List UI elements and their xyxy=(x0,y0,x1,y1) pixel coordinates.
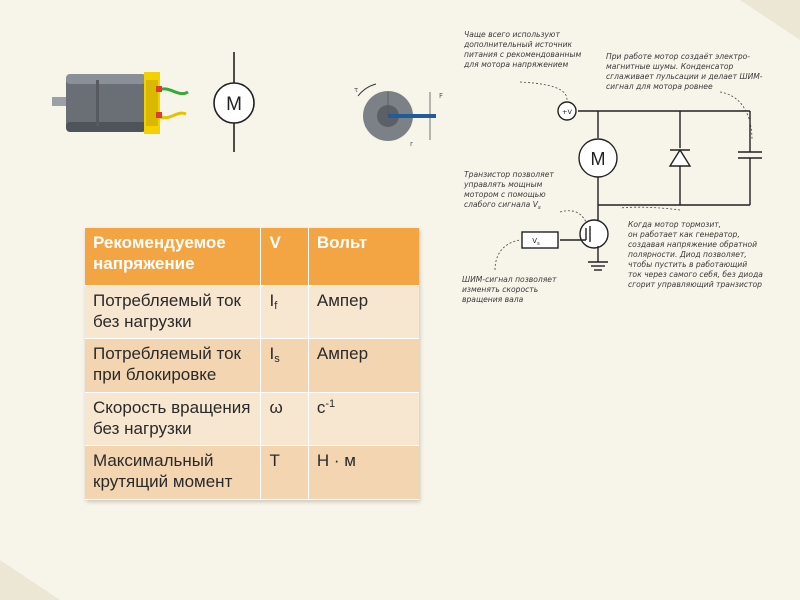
row-param: Скорость вращения без нагрузки xyxy=(85,392,262,447)
row-unit: с-1 xyxy=(308,392,419,447)
row-param: Максимальный крутящий момент xyxy=(85,446,262,500)
transistor-note: Транзистор позволяет управлять мощным мо… xyxy=(464,170,554,211)
row-unit: Ампер xyxy=(308,286,419,340)
table-row: Потребляемый ток при блокировке Is Ампер xyxy=(85,339,419,393)
motor-circuit-diagram xyxy=(521,101,762,271)
torque-diagram-icon: τ F r xyxy=(354,83,443,148)
row-unit: Н · м xyxy=(308,446,419,500)
table-row: Максимальный крутящий момент T Н · м xyxy=(85,446,419,500)
row-symbol: If xyxy=(261,286,309,340)
capacitor-note: При работе мотор создаёт электро- магнит… xyxy=(606,52,763,91)
row-param: Потребляемый ток при блокировке xyxy=(85,339,262,393)
table-row: Скорость вращения без нагрузки ω с-1 xyxy=(85,392,419,447)
row-unit: Ампер xyxy=(308,339,419,393)
table-row: Потребляемый ток без нагрузки If Ампер xyxy=(85,286,419,340)
pwm-note: ШИМ-сигнал позволяет изменять скорость в… xyxy=(462,275,557,304)
motor-photo-icon xyxy=(52,72,189,134)
motor-parameters-table: Рекомендуемое напряжение V Вольт Потребл… xyxy=(85,228,419,500)
row-symbol: ω xyxy=(261,392,309,447)
motor-symbol-letter: M xyxy=(226,94,242,115)
diode-note: Когда мотор тормозит, он работает как ге… xyxy=(628,220,763,289)
motor-symbol-icon: M xyxy=(213,52,255,152)
supply-label: +V xyxy=(562,108,572,116)
circuit-motor-letter: M xyxy=(591,149,606,169)
table-header-row: Рекомендуемое напряжение V Вольт xyxy=(85,228,419,286)
annotation-leaders xyxy=(494,81,753,271)
torque-axis-label: τ xyxy=(354,86,358,94)
row-symbol: Is xyxy=(261,339,309,393)
signal-label: Vs xyxy=(532,237,540,247)
supply-note: Чаще всего используют дополнительный ист… xyxy=(464,30,582,69)
row-symbol: T xyxy=(261,446,309,500)
radius-axis-label: r xyxy=(410,140,413,148)
header-unit: Вольт xyxy=(308,228,419,286)
header-param: Рекомендуемое напряжение xyxy=(85,228,262,286)
row-param: Потребляемый ток без нагрузки xyxy=(85,286,262,340)
header-symbol: V xyxy=(261,228,309,286)
force-axis-label: F xyxy=(439,92,443,100)
